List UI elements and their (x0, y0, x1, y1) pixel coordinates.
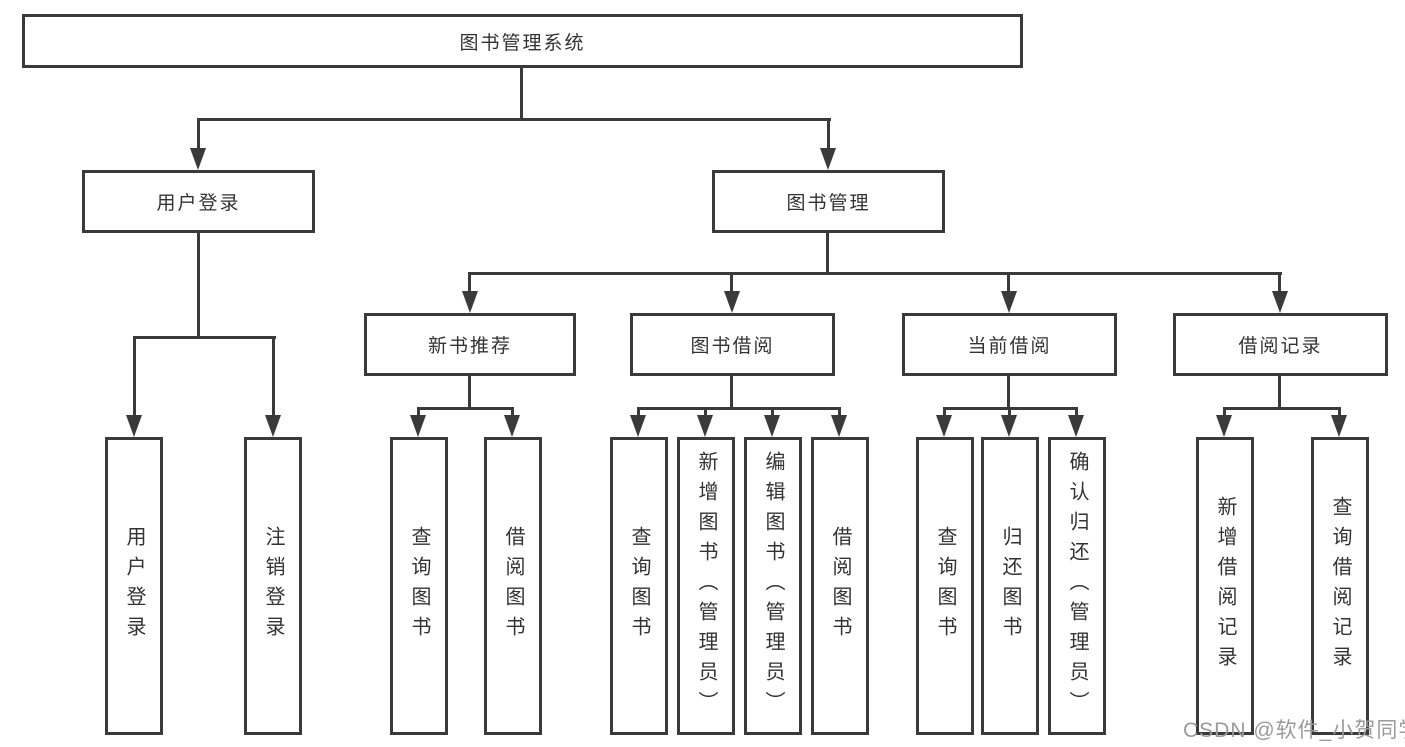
connector-line (133, 336, 136, 417)
arrowhead-down-icon (1001, 291, 1017, 313)
leaf-query-books-3: 查询图书 (916, 437, 974, 735)
leaf-user-login: 用户登录 (105, 437, 163, 735)
node-label: 用户登录 (123, 526, 145, 646)
leaf-edit-books-admin: 编辑图书（管理员） (744, 437, 802, 735)
connector-line (1007, 376, 1010, 410)
node-borrow-records: 借阅记录 (1173, 313, 1388, 376)
arrowhead-down-icon (630, 415, 646, 437)
connector-line (637, 407, 640, 417)
node-new-book-recommend: 新书推荐 (364, 313, 576, 376)
node-label: 归还图书 (999, 526, 1021, 646)
leaf-query-books-1: 查询图书 (390, 437, 448, 735)
leaf-logout: 注销登录 (244, 437, 302, 735)
node-label: 借阅图书 (829, 526, 851, 646)
node-label: 新增借阅记录 (1214, 496, 1236, 676)
connector-line (637, 407, 841, 410)
node-label: 编辑图书（管理员） (762, 451, 784, 721)
leaf-borrow-books-2: 借阅图书 (811, 437, 869, 735)
node-label: 确认归还（管理员） (1066, 451, 1088, 721)
arrowhead-down-icon (724, 291, 740, 313)
leaf-query-books-2: 查询图书 (610, 437, 668, 735)
connector-line (1278, 376, 1281, 410)
connector-line (133, 336, 276, 339)
connector-line (1223, 407, 1226, 417)
node-book-borrow: 图书借阅 (630, 313, 835, 376)
node-user-login: 用户登录 (82, 170, 315, 233)
node-label: 注销登录 (262, 526, 284, 646)
arrowhead-down-icon (126, 415, 142, 437)
connector-line (704, 407, 707, 417)
arrowhead-down-icon (697, 415, 713, 437)
node-current-borrow: 当前借阅 (902, 313, 1117, 376)
arrowhead-down-icon (504, 415, 520, 437)
connector-line (1338, 407, 1341, 417)
connector-line (468, 376, 471, 410)
arrowhead-down-icon (1216, 415, 1232, 437)
node-label: 查询借阅记录 (1329, 496, 1351, 676)
connector-line (827, 118, 830, 150)
connector-line (511, 407, 514, 417)
node-book-management: 图书管理 (712, 170, 945, 233)
connector-line (771, 407, 774, 417)
node-label: 新增图书（管理员） (695, 451, 717, 721)
connector-line (197, 118, 200, 150)
connector-line (730, 376, 733, 410)
node-label: 借阅图书 (502, 526, 524, 646)
arrowhead-down-icon (462, 291, 478, 313)
connector-line (730, 272, 733, 293)
leaf-query-borrow-record: 查询借阅记录 (1311, 437, 1369, 735)
arrowhead-down-icon (190, 148, 206, 170)
connector-line (1007, 272, 1010, 293)
node-label: 查询图书 (934, 526, 956, 646)
arrowhead-down-icon (831, 415, 847, 437)
connector-line (1278, 272, 1281, 293)
arrowhead-down-icon (1331, 415, 1347, 437)
connector-line (417, 407, 420, 417)
connector-line (197, 118, 831, 121)
arrowhead-down-icon (265, 415, 281, 437)
leaf-confirm-return-admin: 确认归还（管理员） (1048, 437, 1106, 735)
connector-line (826, 233, 829, 275)
arrowhead-down-icon (1068, 415, 1084, 437)
connector-line (943, 407, 946, 417)
node-label: 查询图书 (408, 526, 430, 646)
arrowhead-down-icon (764, 415, 780, 437)
node-library-management-system: 图书管理系统 (22, 14, 1023, 68)
connector-line (272, 336, 275, 417)
leaf-borrow-books-1: 借阅图书 (484, 437, 542, 735)
csdn-watermark: CSDN @软件_小贺同学 (1183, 719, 1405, 742)
node-label: 图书管理 (786, 193, 871, 214)
connector-line (417, 407, 514, 410)
leaf-add-borrow-record: 新增借阅记录 (1196, 437, 1254, 735)
node-label: 新书推荐 (427, 336, 512, 357)
connector-line (468, 272, 471, 293)
connector-line (520, 68, 523, 121)
node-label: 查询图书 (628, 526, 650, 646)
leaf-return-books: 归还图书 (981, 437, 1039, 735)
node-label: 图书管理系统 (459, 32, 586, 54)
arrowhead-down-icon (1272, 291, 1288, 313)
arrowhead-down-icon (820, 148, 836, 170)
connector-line (1075, 407, 1078, 417)
arrowhead-down-icon (936, 415, 952, 437)
leaf-add-books-admin: 新增图书（管理员） (677, 437, 735, 735)
node-label: 当前借阅 (967, 336, 1052, 357)
connector-line (197, 233, 200, 339)
node-label: 借阅记录 (1238, 336, 1323, 357)
connector-line (1008, 407, 1011, 417)
node-label: 用户登录 (156, 193, 241, 214)
connector-line (1223, 407, 1341, 410)
connector-line (838, 407, 841, 417)
node-label: 图书借阅 (690, 336, 775, 357)
arrowhead-down-icon (1001, 415, 1017, 437)
arrowhead-down-icon (410, 415, 426, 437)
connector-line (468, 272, 1282, 275)
